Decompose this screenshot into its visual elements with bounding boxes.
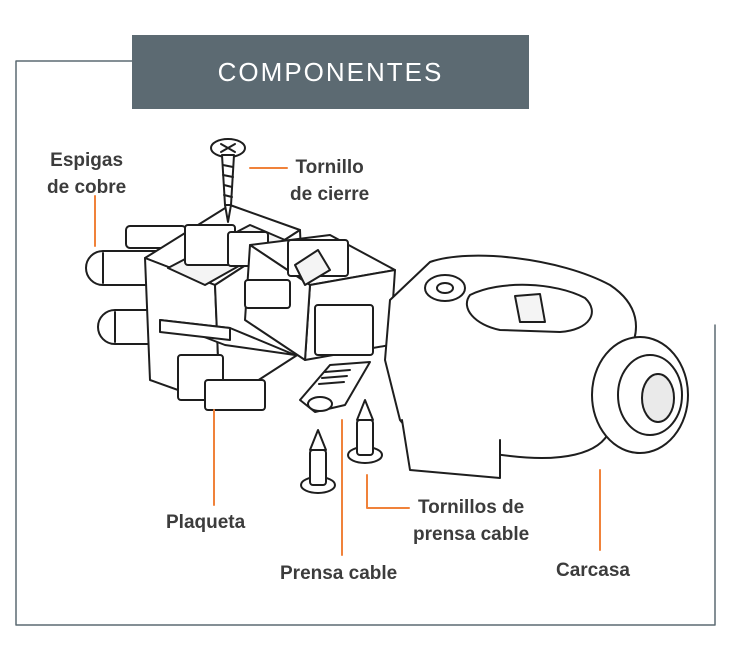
terminal-block [244, 234, 396, 361]
closing-screw [210, 138, 246, 223]
title-banner: COMPONENTES [132, 35, 529, 109]
label-espigas-de-cobre: Espigas de cobre [47, 150, 127, 198]
diagram-title: COMPONENTES [217, 56, 444, 87]
clamp-screws [300, 399, 383, 494]
label-tornillo-de-cierre: Tornillo de cierre [290, 157, 370, 205]
label-carcasa: Carcasa [556, 560, 630, 581]
label-plaqueta: Plaqueta [166, 512, 246, 533]
cable-clamp [299, 361, 371, 413]
leader-lines [94, 167, 601, 556]
frame-border [15, 60, 716, 626]
leader-tornillos-prensa [366, 474, 410, 509]
label-prensa-cable: Prensa cable [280, 563, 398, 584]
label-tornillos-de-prensa-cable: Tornillos de prensa cable [413, 497, 530, 545]
carcasa-housing [384, 254, 689, 479]
